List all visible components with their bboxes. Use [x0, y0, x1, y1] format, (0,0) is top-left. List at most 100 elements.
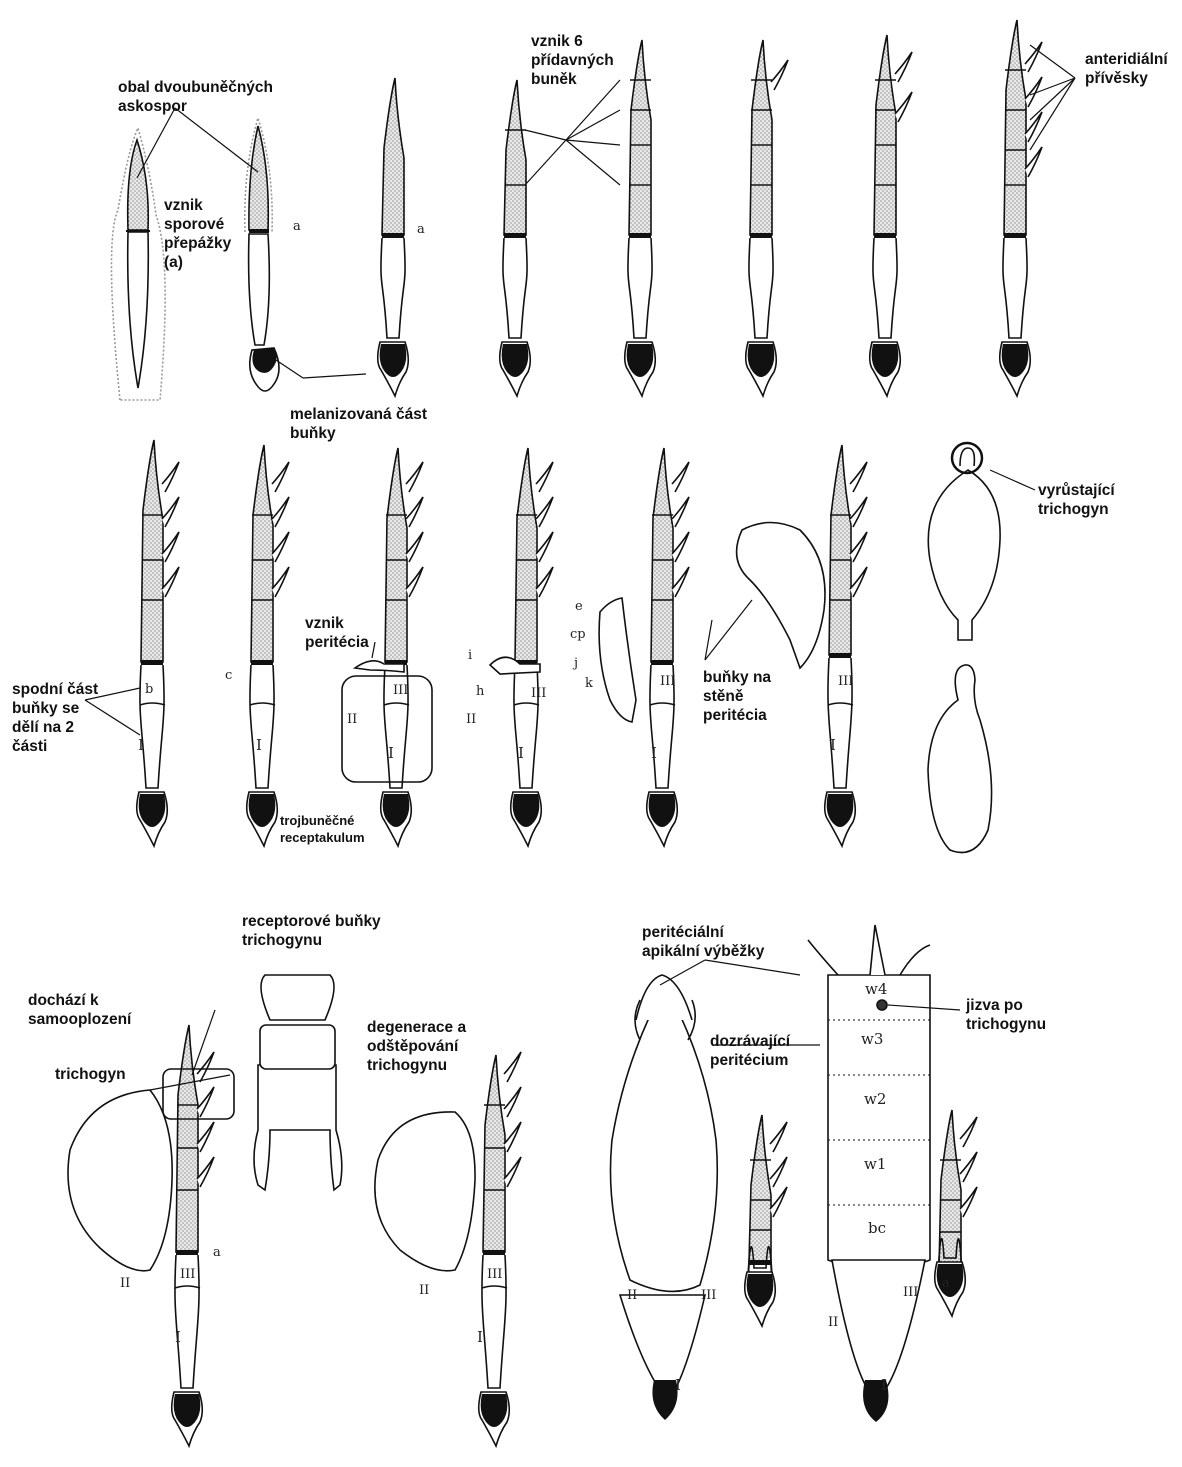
label-leader-line: [566, 140, 620, 185]
label-leader-line: [276, 360, 303, 378]
thallus-figure: [825, 445, 867, 846]
antheridial-appendage: [406, 462, 423, 492]
spore-septum: [141, 660, 163, 665]
upper-cell: [382, 78, 404, 235]
antheridial-appendage: [162, 532, 179, 562]
ascospore-upper-cell: [128, 140, 149, 230]
antheridial-appendage: [406, 567, 423, 597]
antheridial-appendage: [960, 1187, 977, 1217]
upper-cell: [515, 448, 537, 662]
roman-I-fig12: I: [651, 744, 657, 762]
antheridial-appendage: [672, 567, 689, 597]
roman-II-fig15: II: [120, 1276, 130, 1291]
antheridial-appendage: [162, 567, 179, 597]
roman-III-fig13: III: [838, 674, 853, 689]
perithecium-sac-15: [68, 1090, 172, 1271]
lower-cell: [749, 238, 773, 338]
label-leader-line: [137, 108, 175, 178]
cell-division: [828, 703, 853, 705]
antheridial-appendage: [770, 1157, 787, 1187]
perithecium-neck-18: [636, 975, 692, 1020]
spore-septum: [1004, 233, 1026, 238]
antheridial-appendage: [770, 1187, 787, 1217]
roman-I-fig11: I: [518, 744, 524, 762]
upper-cell: [629, 40, 651, 235]
antheridial-appendage: [504, 1087, 521, 1117]
thallus-figure: [625, 40, 656, 396]
letter-c: c: [225, 668, 232, 683]
antheridial-appendage: [770, 1122, 787, 1152]
thallus-figure: [647, 448, 689, 846]
antheridial-appendage: [960, 1152, 977, 1182]
upper-cell: [483, 1055, 505, 1252]
letter-i: i: [468, 648, 472, 663]
antheridial-appendage: [197, 1157, 214, 1187]
spore-septum: [483, 1250, 505, 1255]
lower-cell: [503, 238, 527, 338]
upper-cell: [1004, 20, 1026, 235]
spore-septum: [382, 233, 404, 238]
receptor-cell: [260, 1025, 335, 1069]
thallus-figure: [500, 80, 531, 396]
antheridial-appendage: [504, 1157, 521, 1187]
spore-septum: [874, 233, 896, 238]
lower-cell: [628, 238, 652, 338]
antheridial-appendage: [406, 497, 423, 527]
antheridial-appendage: [960, 1117, 977, 1147]
label-leader-line: [705, 960, 800, 975]
label-leader-line: [525, 140, 566, 185]
letter-a-fig19: a: [942, 1276, 950, 1291]
thallus-figure: [745, 1115, 787, 1326]
antheridial-appendage: [850, 567, 867, 597]
upper-cell: [385, 448, 407, 662]
label-perithecial-wall-cells: buňky na stěně peritécia: [703, 668, 771, 725]
antheridial-appendage: [272, 497, 289, 527]
label-antheridial-appendages: anteridiální přívěsky: [1085, 50, 1168, 88]
antheridial-appendage: [536, 532, 553, 562]
roman-I-fig8: I: [138, 736, 144, 754]
ascospore-upper-cell-2: [249, 126, 268, 230]
roman-III-fig11: III: [531, 686, 546, 701]
roman-I-fig17: I: [477, 1328, 483, 1346]
roman-II-fig11: II: [466, 712, 476, 727]
septum-2: [249, 229, 269, 233]
thallus-figure: [870, 35, 912, 396]
receptor-stalk: [254, 1065, 342, 1190]
trichogyne-scar: [877, 1000, 887, 1010]
spore-septum: [504, 233, 526, 238]
antheridial-appendage: [1025, 147, 1042, 177]
thallus-figure: [172, 1025, 214, 1446]
roman-II-fig19: II: [828, 1315, 838, 1330]
letter-e: e: [575, 599, 583, 614]
antheridial-appendage: [504, 1122, 521, 1152]
antheridial-appendage: [197, 1052, 214, 1082]
antheridial-appendage: [672, 462, 689, 492]
roman-I-fig13: I: [830, 736, 836, 754]
antheridial-appendage: [272, 462, 289, 492]
antheridial-appendage: [536, 497, 553, 527]
ascospore-lower-cell: [128, 232, 149, 388]
letter-a-fig2: a: [293, 219, 301, 234]
label-leader-line: [566, 140, 620, 145]
upper-cell: [176, 1025, 198, 1252]
antheridial-appendage: [406, 532, 423, 562]
label-leader-line: [990, 470, 1035, 490]
letter-cp: cp: [570, 627, 586, 642]
melanized-foot-18: [652, 1380, 677, 1420]
roman-II-fig17: II: [419, 1283, 429, 1298]
antheridial-appendage: [162, 462, 179, 492]
receptacle-highlight: [342, 676, 432, 782]
label-leader-line: [660, 960, 705, 985]
ascospore-lower-cell-2: [249, 234, 270, 345]
apical-outgrowth-3: [808, 940, 838, 975]
label-maturing-perithecium: dozrávající peritécium: [710, 1032, 790, 1070]
perithecium-sac-17: [375, 1112, 475, 1271]
thallus-figure: [511, 448, 553, 846]
perithecium-young: [599, 598, 636, 722]
thallus-figure: [746, 40, 788, 396]
upper-cell: [874, 35, 896, 235]
spore-septum: [251, 660, 273, 665]
cell-division: [140, 703, 165, 705]
label-leader-line: [372, 642, 375, 658]
letter-w1: w1: [864, 1155, 886, 1173]
